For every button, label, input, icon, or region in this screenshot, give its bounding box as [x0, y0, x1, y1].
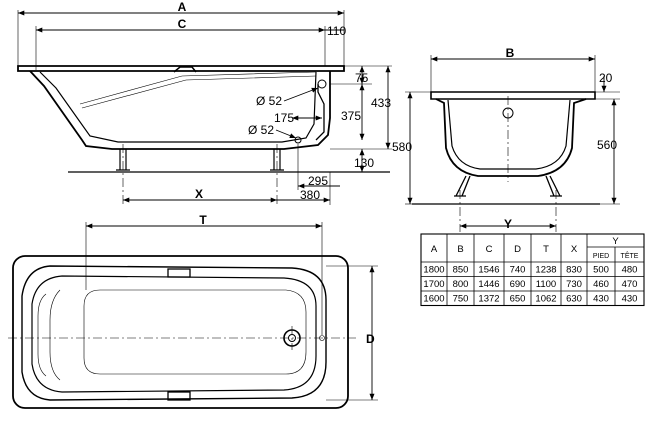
- top-backrest-curve-2: [49, 289, 61, 381]
- table-cell: 1372: [478, 294, 499, 305]
- label-X: X: [195, 187, 203, 201]
- table-cell: 830: [566, 265, 582, 276]
- table-subheader-tete: TÊTE: [621, 251, 639, 260]
- label-B: B: [506, 46, 515, 60]
- top-backrest-curve-1: [37, 293, 47, 377]
- table-cell: 850: [453, 265, 469, 276]
- end-foot-left: [454, 175, 471, 197]
- dim-dia52-bottom-leader: [275, 129, 297, 139]
- end-inner-shell: [447, 99, 571, 170]
- side-outer-shell: [29, 70, 331, 150]
- table-header-b: B: [457, 244, 463, 255]
- top-view: T D: [8, 213, 378, 409]
- table-header-a: A: [431, 244, 438, 255]
- table-cell: 480: [622, 265, 638, 276]
- table-cell: 1100: [536, 279, 556, 290]
- table-subheader-pied: PIED: [593, 253, 609, 260]
- side-drain: [294, 136, 302, 144]
- label-433: 433: [371, 96, 391, 110]
- side-overflow-pipe: [315, 84, 325, 141]
- table-cell: 430: [593, 294, 609, 305]
- table-header-t: T: [543, 244, 549, 255]
- label-175: 175: [274, 111, 294, 125]
- table-cell: 460: [593, 279, 609, 290]
- label-dia52-bottom: Ø 52: [248, 123, 274, 137]
- table-cell: 1700: [423, 279, 444, 290]
- label-dia52-top: Ø 52: [256, 94, 282, 108]
- table-cell: 650: [510, 294, 526, 305]
- table-cell: 690: [510, 279, 526, 290]
- table-header-c: C: [486, 244, 493, 255]
- table-cell: 500: [593, 265, 609, 276]
- table-border: [420, 233, 645, 307]
- dim-dia52-top-leader: [283, 87, 319, 102]
- label-Y: Y: [504, 217, 512, 231]
- table-header-x: X: [571, 244, 578, 255]
- end-view: B 580 20 560 Y: [392, 46, 620, 232]
- top-basin-edge: [31, 275, 317, 393]
- label-380: 380: [300, 188, 320, 202]
- end-outer-shell: [435, 98, 587, 177]
- label-130: 130: [354, 156, 374, 170]
- label-375: 375: [341, 109, 361, 123]
- side-backrest-rib-1: [79, 71, 317, 105]
- top-basin-floor: [83, 289, 307, 375]
- table-cell: 750: [453, 294, 469, 305]
- label-T: T: [199, 213, 207, 227]
- side-handle: [173, 66, 197, 73]
- table-header-d: D: [514, 244, 521, 255]
- label-560: 560: [597, 138, 617, 152]
- table-cell: 430: [622, 294, 638, 305]
- top-handle-upper: [167, 268, 191, 278]
- label-75: 75: [355, 71, 369, 85]
- side-view: A C 110 75 433 375 130 Ø 52 Ø 52 175 295…: [17, 0, 392, 205]
- table-cell: 1800: [423, 265, 444, 276]
- table-header-y: Y: [612, 236, 619, 247]
- label-20: 20: [599, 71, 613, 85]
- top-handle-lower: [167, 391, 191, 401]
- table-cell: 1600: [423, 294, 444, 305]
- table-cell: 740: [510, 265, 526, 276]
- label-D: D: [366, 332, 375, 346]
- side-inner-shell: [39, 71, 317, 143]
- table-cell: 1546: [478, 265, 499, 276]
- table-cell: 800: [453, 279, 469, 290]
- table-cell: 470: [622, 279, 638, 290]
- side-backrest-rib-2: [81, 75, 317, 109]
- side-overflow: [317, 79, 327, 89]
- side-rim: [17, 65, 345, 72]
- end-rim: [430, 91, 596, 100]
- label-110: 110: [327, 24, 346, 38]
- top-outer-rim: [12, 255, 349, 409]
- table-cell: 1062: [535, 294, 556, 305]
- table-cell: 1446: [478, 279, 499, 290]
- label-C: C: [178, 17, 187, 31]
- label-295: 295: [308, 174, 328, 188]
- label-A: A: [178, 0, 187, 14]
- table-cell: 730: [566, 279, 582, 290]
- table-cell: 630: [566, 294, 582, 305]
- top-inner-rim: [21, 265, 327, 401]
- end-foot-right: [545, 175, 562, 197]
- label-580: 580: [392, 140, 412, 154]
- table-cell: 1238: [535, 265, 556, 276]
